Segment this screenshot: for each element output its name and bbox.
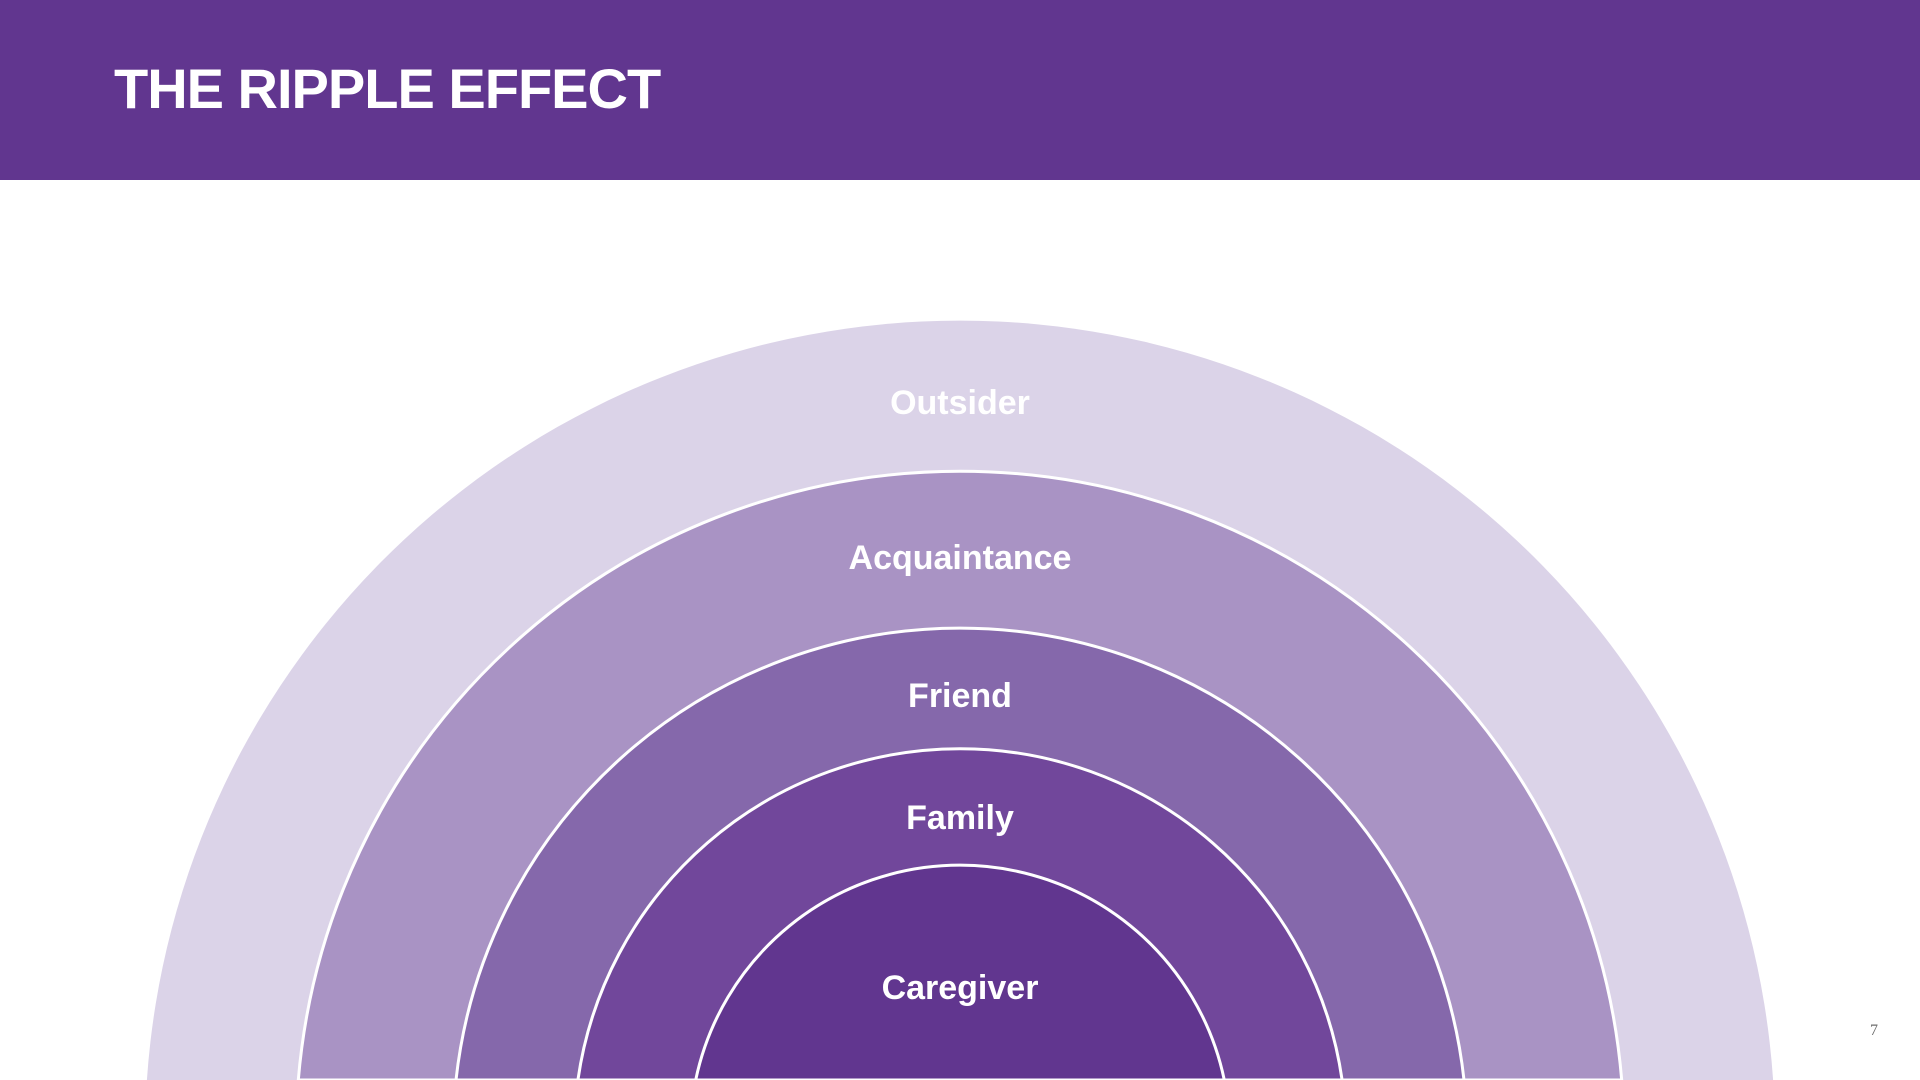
header-bar <box>0 0 1920 180</box>
ring-caregiver <box>694 863 1226 1080</box>
ring-label-friend: Friend <box>908 677 1012 715</box>
ring-label-caregiver: Caregiver <box>882 969 1039 1007</box>
ripple-rings <box>146 320 1774 1080</box>
ring-label-acquaintance: Acquaintance <box>849 539 1072 577</box>
page-number: 7 <box>1870 1022 1878 1039</box>
ring-label-family: Family <box>906 799 1014 837</box>
ripple-labels: OutsiderAcquaintanceFriendFamilyCaregive… <box>849 384 1072 1007</box>
ring-label-outsider: Outsider <box>890 384 1030 422</box>
slide-title: THE RIPPLE EFFECT <box>114 57 661 120</box>
